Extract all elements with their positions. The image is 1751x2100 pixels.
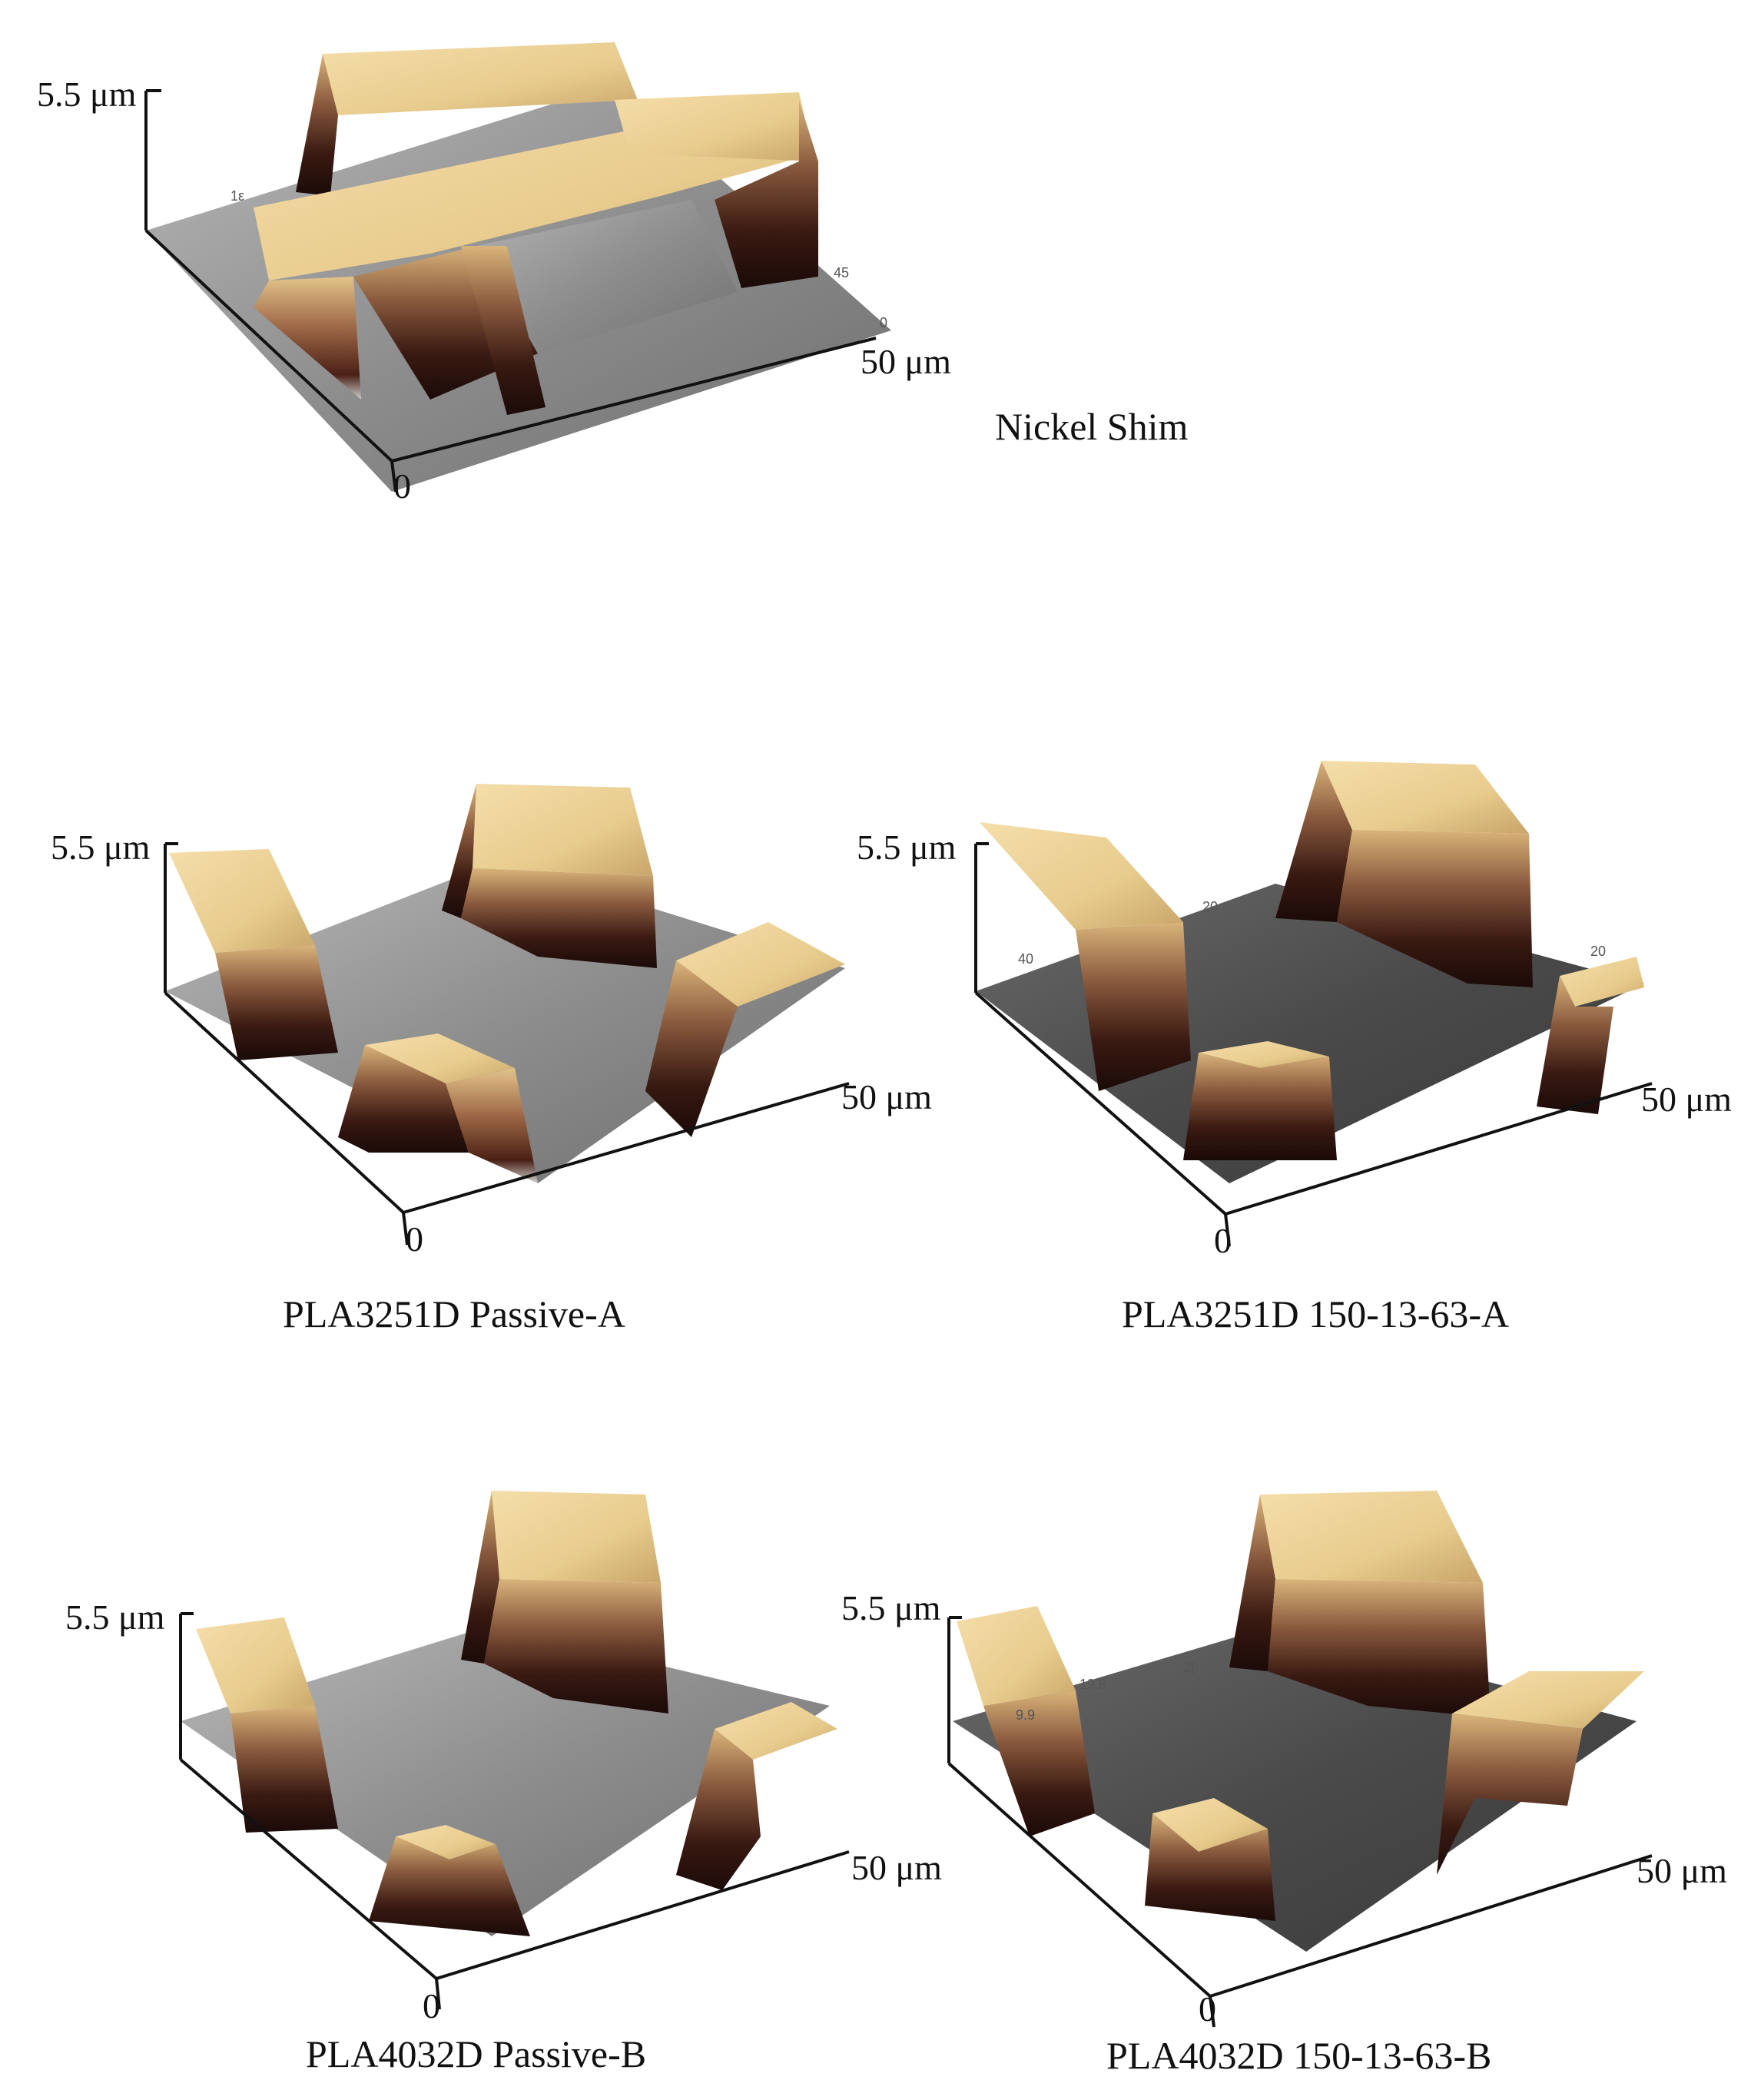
panel-caption: PLA4032D Passive-B: [306, 2032, 647, 2075]
panel-pla4032d-passive-b: 5.5 μm 50 μm 0 PLA4032D Passive-B: [0, 1475, 942, 2100]
x-axis-label: 50 μm: [1637, 1851, 1727, 1890]
x-axis-label: 50 μm: [841, 1077, 932, 1116]
origin-label: 0: [1199, 1989, 1216, 2029]
tick-label: 9.9: [1016, 1707, 1036, 1723]
panel-pla3251d-passive-a: 5.5 μm 50 μm 0 PLA3251D Passive-A: [0, 753, 932, 1337]
origin-label: 0: [423, 1986, 440, 2025]
afm-surface-pla3251d-passive-a: [164, 784, 850, 1246]
z-axis-label: 5.5 μm: [841, 1588, 941, 1627]
origin-label: 0: [1214, 1221, 1232, 1260]
tick-label: 40: [1018, 951, 1034, 967]
origin-label: 0: [406, 1219, 423, 1259]
tick-label: 2(: [1183, 1660, 1196, 1675]
z-axis-label: 5.5 μm: [857, 828, 957, 867]
tick-label: 1ε: [230, 188, 245, 204]
afm-surface-pla3251d-150-13-63-a: [974, 761, 1653, 1247]
x-axis-label: 50 μm: [861, 342, 951, 381]
tick-label: 20: [1590, 944, 1607, 959]
z-axis-label: 5.5 μm: [37, 75, 137, 114]
afm-surface-pla4032d-150-13-63-b: [947, 1491, 1653, 2028]
tick-label: 20: [1202, 899, 1219, 914]
top-surface: [323, 42, 638, 115]
z-axis-label: 5.5 μm: [65, 1597, 165, 1637]
panel-caption: PLA3251D 150-13-63-A: [1122, 1292, 1510, 1335]
x-axis-label: 50 μm: [1641, 1080, 1732, 1119]
afm-surface-nickel-shim: [144, 42, 891, 493]
tick-label: 19.8: [1079, 1677, 1107, 1692]
tick-label: 45: [834, 265, 850, 280]
panel-nickel-shim: 5.5 μm 50 μm 0 1ε 45 0 Nickel Shim: [0, 0, 1751, 523]
panel-pla3251d-150-13-63-a: 5.5 μm 50 μm 0 20 40 20 PLA3251D 150-13-…: [857, 753, 1751, 1337]
x-axis-label: 50 μm: [851, 1848, 942, 1887]
panel-caption: Nickel Shim: [995, 405, 1189, 448]
afm-surface-pla4032d-passive-b: [179, 1491, 850, 2010]
panel-caption: PLA4032D 150-13-63-B: [1106, 2034, 1492, 2077]
tick-label: 0: [880, 315, 888, 330]
panel-caption: PLA3251D Passive-A: [283, 1292, 625, 1335]
z-axis-label: 5.5 μm: [51, 828, 151, 867]
panel-pla4032d-150-13-63-b: 5.5 μm 50 μm 0 19.8 9.9 2( PLA4032D 150-…: [841, 1475, 1751, 2100]
origin-label: 0: [393, 466, 411, 506]
